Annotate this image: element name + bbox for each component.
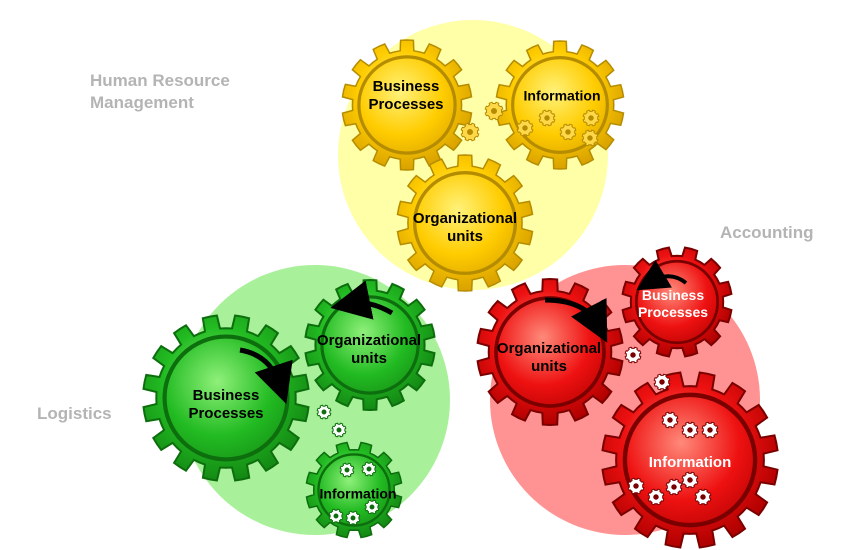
logistics-organizational-units-label: Organizational units xyxy=(317,332,421,368)
logistics-small-gear-icon-hub xyxy=(336,427,342,433)
hr-business-processes-line1: Business xyxy=(372,78,440,95)
logistics-small-gear-icon-hub xyxy=(366,466,372,472)
hr-business-processes-label: Business Processes xyxy=(368,78,443,114)
logistics-small-gear-icon-hub xyxy=(344,467,350,473)
accounting-small-gear-icon-hub xyxy=(659,379,665,385)
hr-small-gear-icon xyxy=(516,119,534,137)
hr-small-gear-icon xyxy=(484,101,504,121)
logistics-organizational-units-line1: Organizational xyxy=(316,332,422,349)
accounting-small-gear-icon-hub xyxy=(630,352,636,358)
accounting-small-gear-icon-hub xyxy=(687,427,693,433)
accounting-small-gear-icon xyxy=(681,421,699,439)
logistics-small-gear-icon-hub xyxy=(350,515,356,521)
hr-small-gear-icon-hub xyxy=(466,128,474,136)
accounting-small-gear-icon xyxy=(653,373,671,391)
accounting-domain-label: Accounting xyxy=(720,223,814,242)
accounting-small-gear-icon-hub xyxy=(667,417,673,423)
accounting-business-processes-line2: Processes xyxy=(637,304,709,320)
accounting-small-gear-icon xyxy=(647,488,665,506)
logistics-information-label: Information xyxy=(320,486,397,503)
hr-domain-label: Human Resource Management xyxy=(90,70,230,114)
hr-small-gear-icon-hub xyxy=(544,115,550,121)
logistics-small-gear-icon-hub xyxy=(369,504,375,510)
accounting-small-gear-icon-hub xyxy=(671,484,677,490)
logistics-organizational-units-line2: units xyxy=(351,350,387,367)
accounting-organizational-units-label: Organizational units xyxy=(497,340,601,376)
accounting-small-gear-icon-hub xyxy=(700,494,706,500)
rotation-arrow-icon xyxy=(239,347,293,404)
accounting-small-gear-icon xyxy=(681,471,699,489)
hr-organizational-units-gear-icon-body xyxy=(396,154,534,292)
hr-information-label: Information xyxy=(524,88,601,105)
accounting-small-gear-icon-hub xyxy=(653,494,659,500)
logistics-small-gear-icon xyxy=(316,404,332,420)
accounting-small-gear-icon xyxy=(665,478,683,496)
accounting-small-gear-icon xyxy=(624,346,642,364)
hr-organizational-units-gear-icon xyxy=(396,154,534,292)
hr-small-gear-icon xyxy=(581,129,599,147)
logistics-small-gear-icon-hub xyxy=(333,513,339,519)
accounting-small-gear-icon xyxy=(701,421,719,439)
accounting-small-gear-icon xyxy=(661,411,679,429)
hr-small-gear-icon-hub xyxy=(587,135,593,141)
hr-small-gear-icon xyxy=(559,123,577,141)
hr-information-line1: Information xyxy=(523,87,601,104)
hr-domain-label-line2: Management xyxy=(90,93,194,112)
accounting-organizational-units-line2: units xyxy=(531,358,567,375)
hr-small-gear-icon xyxy=(460,122,480,142)
hr-domain-label-line1: Human Resource xyxy=(90,71,230,90)
accounting-small-gear-icon xyxy=(627,477,645,495)
logistics-domain-label: Logistics xyxy=(37,404,112,423)
rotation-arrow-icon xyxy=(330,280,394,320)
accounting-information-gear-icon-body xyxy=(601,371,779,549)
accounting-information-line1: Information xyxy=(648,454,732,471)
logistics-small-gear-icon xyxy=(361,461,377,477)
accounting-small-gear-icon-hub xyxy=(707,427,713,433)
hr-business-processes-gear-icon-ring xyxy=(357,55,457,155)
hr-organizational-units-line1: Organizational xyxy=(412,210,518,227)
hr-organizational-units-label: Organizational units xyxy=(413,210,517,246)
hr-organizational-units-line2: units xyxy=(447,228,483,245)
hr-business-processes-line2: Processes xyxy=(368,96,444,113)
accounting-organizational-units-line1: Organizational xyxy=(496,340,602,357)
logistics-business-processes-label: Business Processes xyxy=(188,387,263,423)
logistics-small-gear-icon xyxy=(328,508,344,524)
hr-small-gear-icon xyxy=(582,109,600,127)
logistics-small-gear-icon xyxy=(345,510,361,526)
hr-small-gear-icon-hub xyxy=(522,125,528,131)
rotation-arrow-icon xyxy=(636,260,688,291)
hr-small-gear-icon-hub xyxy=(490,107,498,115)
logistics-business-processes-gear-icon-body xyxy=(142,314,310,482)
logistics-information-gear-icon-ring xyxy=(317,453,391,527)
hr-organizational-units-gear-icon-ring xyxy=(412,170,518,276)
accounting-small-gear-icon-hub xyxy=(687,477,693,483)
hr-small-gear-icon-hub xyxy=(565,129,571,135)
rotation-arrow-icon xyxy=(544,297,608,343)
accounting-business-processes-gear-icon-ring xyxy=(634,259,720,345)
accounting-information-gear-icon-ring xyxy=(622,392,758,528)
accounting-small-gear-icon-hub xyxy=(633,483,639,489)
accounting-small-gear-icon xyxy=(694,488,712,506)
accounting-information-label: Information xyxy=(649,454,732,472)
accounting-information-gear-icon xyxy=(601,371,779,549)
logistics-business-processes-line2: Processes xyxy=(188,405,264,422)
accounting-business-processes-line1: Business xyxy=(641,287,705,304)
logistics-small-gear-icon-hub xyxy=(321,409,327,415)
accounting-business-processes-label: Business Processes xyxy=(638,287,708,321)
logistics-small-gear-icon xyxy=(339,462,355,478)
logistics-small-gear-icon xyxy=(364,499,380,515)
hr-small-gear-icon xyxy=(538,109,556,127)
hr-information-gear-icon-ring xyxy=(511,56,609,154)
logistics-information-line1: Information xyxy=(319,485,397,502)
hr-small-gear-icon-hub xyxy=(588,115,594,121)
logistics-business-processes-line1: Business xyxy=(192,387,260,404)
logistics-small-gear-icon xyxy=(331,422,347,438)
